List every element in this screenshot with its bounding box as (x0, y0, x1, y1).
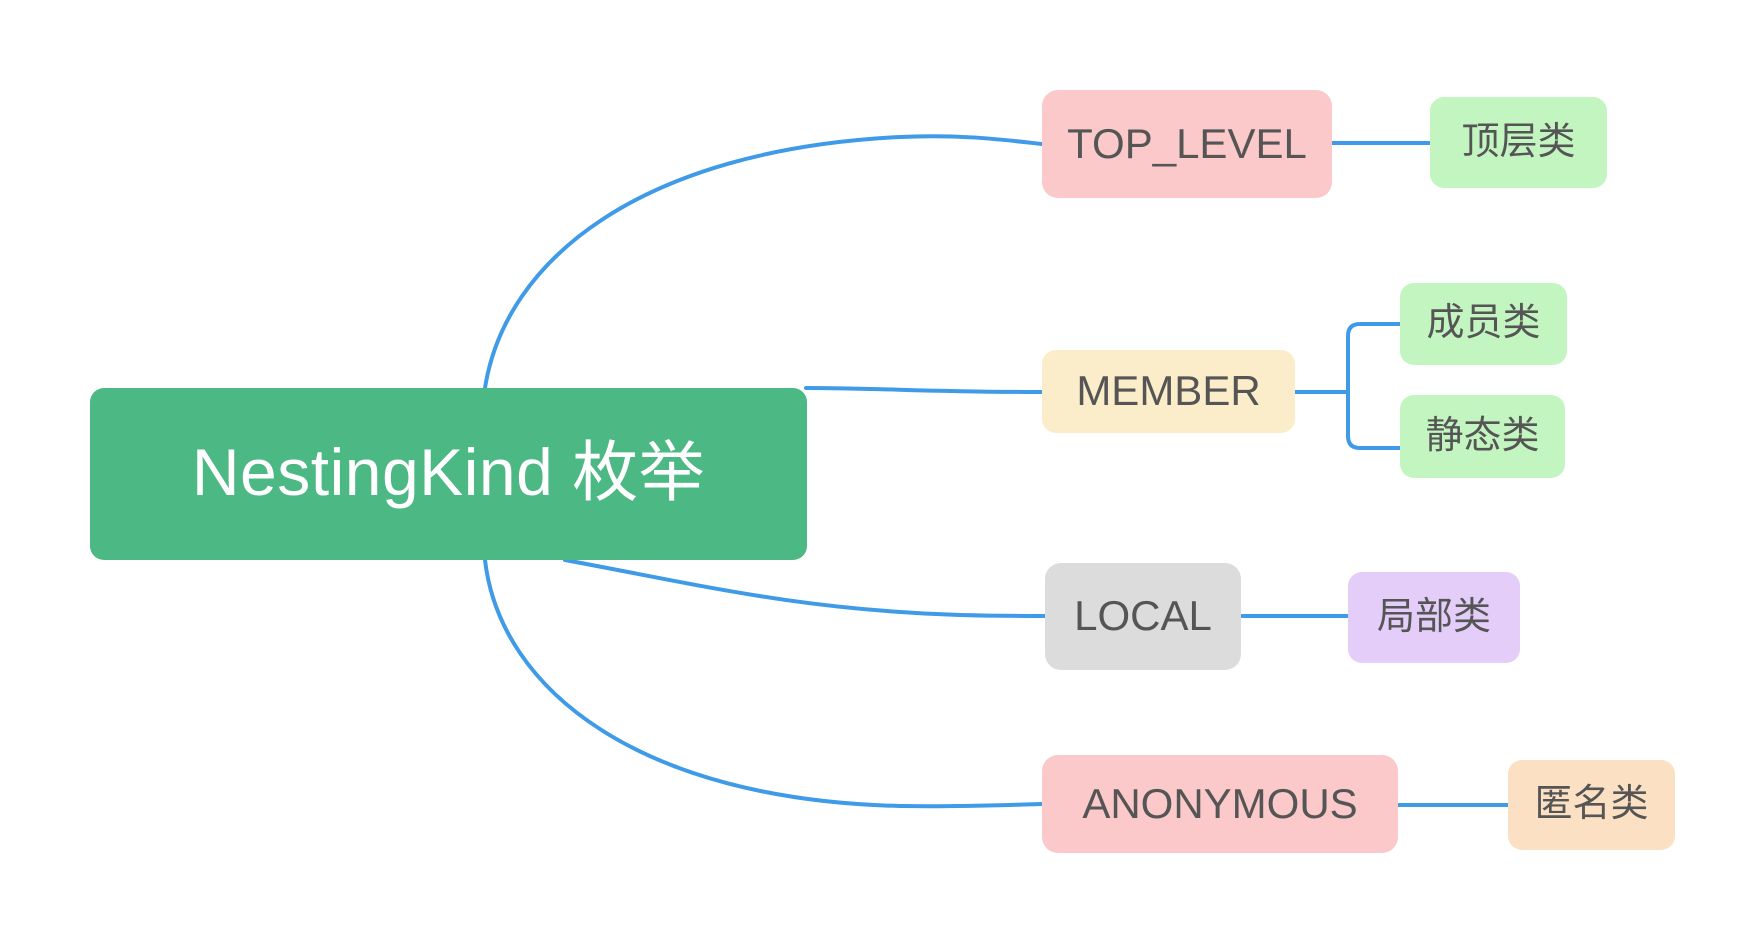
branch-node-top-level[interactable]: TOP_LEVEL (1042, 90, 1332, 198)
leaf-node-top-level-class[interactable]: 顶层类 (1430, 97, 1607, 188)
edge-root-to-member (804, 386, 1044, 394)
leaf-node-local-class[interactable]: 局部类 (1348, 572, 1520, 663)
branch-node-local[interactable]: LOCAL (1045, 563, 1241, 670)
edge-root-to-top-level (483, 134, 1044, 390)
leaf-node-static-class[interactable]: 静态类 (1400, 395, 1565, 478)
leaf-node-member-class[interactable]: 成员类 (1400, 283, 1567, 365)
edge-member-bracket (1346, 322, 1402, 450)
leaf-node-anonymous-class[interactable]: 匿名类 (1508, 760, 1675, 850)
edge-root-to-anonymous (483, 558, 1044, 809)
branch-node-anonymous[interactable]: ANONYMOUS (1042, 755, 1398, 853)
edge-root-to-local (563, 558, 1047, 618)
branch-node-member[interactable]: MEMBER (1042, 350, 1295, 433)
root-node[interactable]: NestingKind 枚举 (90, 388, 807, 560)
